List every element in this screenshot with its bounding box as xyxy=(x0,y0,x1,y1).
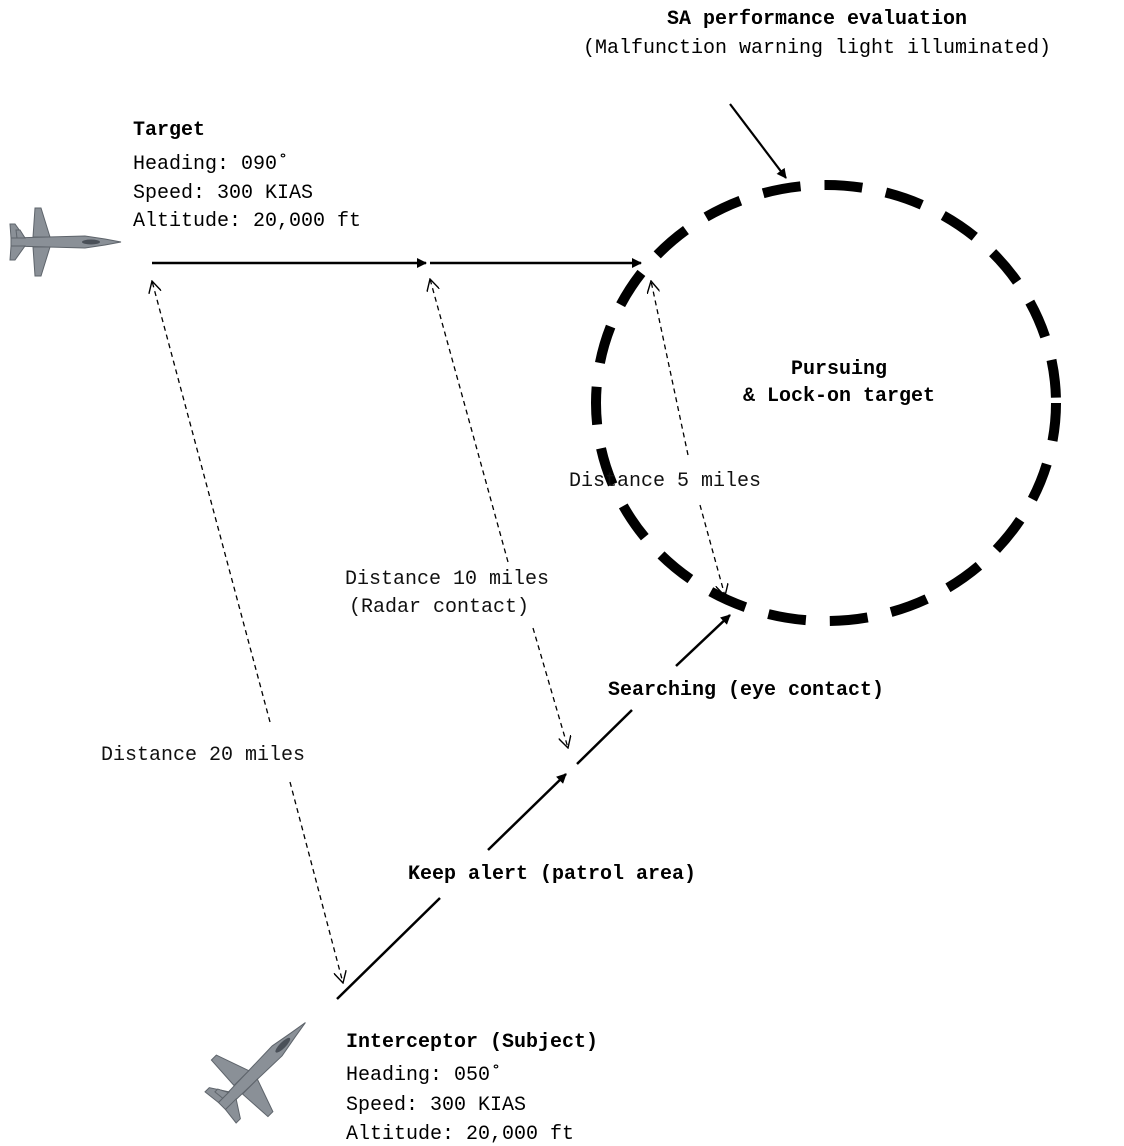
distance-20-label: Distance 20 miles xyxy=(101,744,305,767)
target-jet-icon xyxy=(9,207,122,277)
interceptor-path-segment-1 xyxy=(336,897,441,1000)
interceptor-title: Interceptor (Subject) xyxy=(346,1031,598,1054)
distance-10-label: Distance 10 miles xyxy=(345,568,549,591)
distance-5-line-upper xyxy=(651,281,689,456)
alert-label: Keep alert (patrol area) xyxy=(408,863,696,886)
searching-label: Searching (eye contact) xyxy=(608,679,884,702)
distance-10-line-upper xyxy=(430,279,509,563)
interceptor-jet-icon xyxy=(204,1022,306,1124)
lockon-label: & Lock-on target xyxy=(743,385,935,408)
distance-10-note: (Radar contact) xyxy=(349,596,529,619)
target-title: Target xyxy=(133,119,205,142)
distance-10-line-lower xyxy=(532,627,568,748)
distance-20-line-lower xyxy=(289,781,343,983)
interceptor-path-arrow-1 xyxy=(487,773,567,851)
interceptor-heading: Heading: 050˚ xyxy=(346,1064,502,1087)
distance-20-line-upper xyxy=(152,281,271,723)
distance-5-label: Distance 5 miles xyxy=(569,470,761,493)
target-altitude: Altitude: 20,000 ft xyxy=(133,210,361,233)
target-heading: Heading: 090˚ xyxy=(133,153,289,176)
engagement-zone-circle xyxy=(591,180,1061,626)
pursuing-label: Pursuing xyxy=(791,358,887,381)
header-pointer-arrow xyxy=(729,103,787,179)
header-title: SA performance evaluation xyxy=(667,8,967,31)
interceptor-speed: Speed: 300 KIAS xyxy=(346,1094,526,1117)
distance-5-line-lower xyxy=(699,504,725,596)
interceptor-altitude: Altitude: 20,000 ft xyxy=(346,1123,574,1146)
header-subtitle: (Malfunction warning light illuminated) xyxy=(583,37,1051,60)
target-speed: Speed: 300 KIAS xyxy=(133,182,313,205)
interceptor-path-arrow-2 xyxy=(675,614,731,667)
interceptor-path-segment-2 xyxy=(576,709,633,765)
